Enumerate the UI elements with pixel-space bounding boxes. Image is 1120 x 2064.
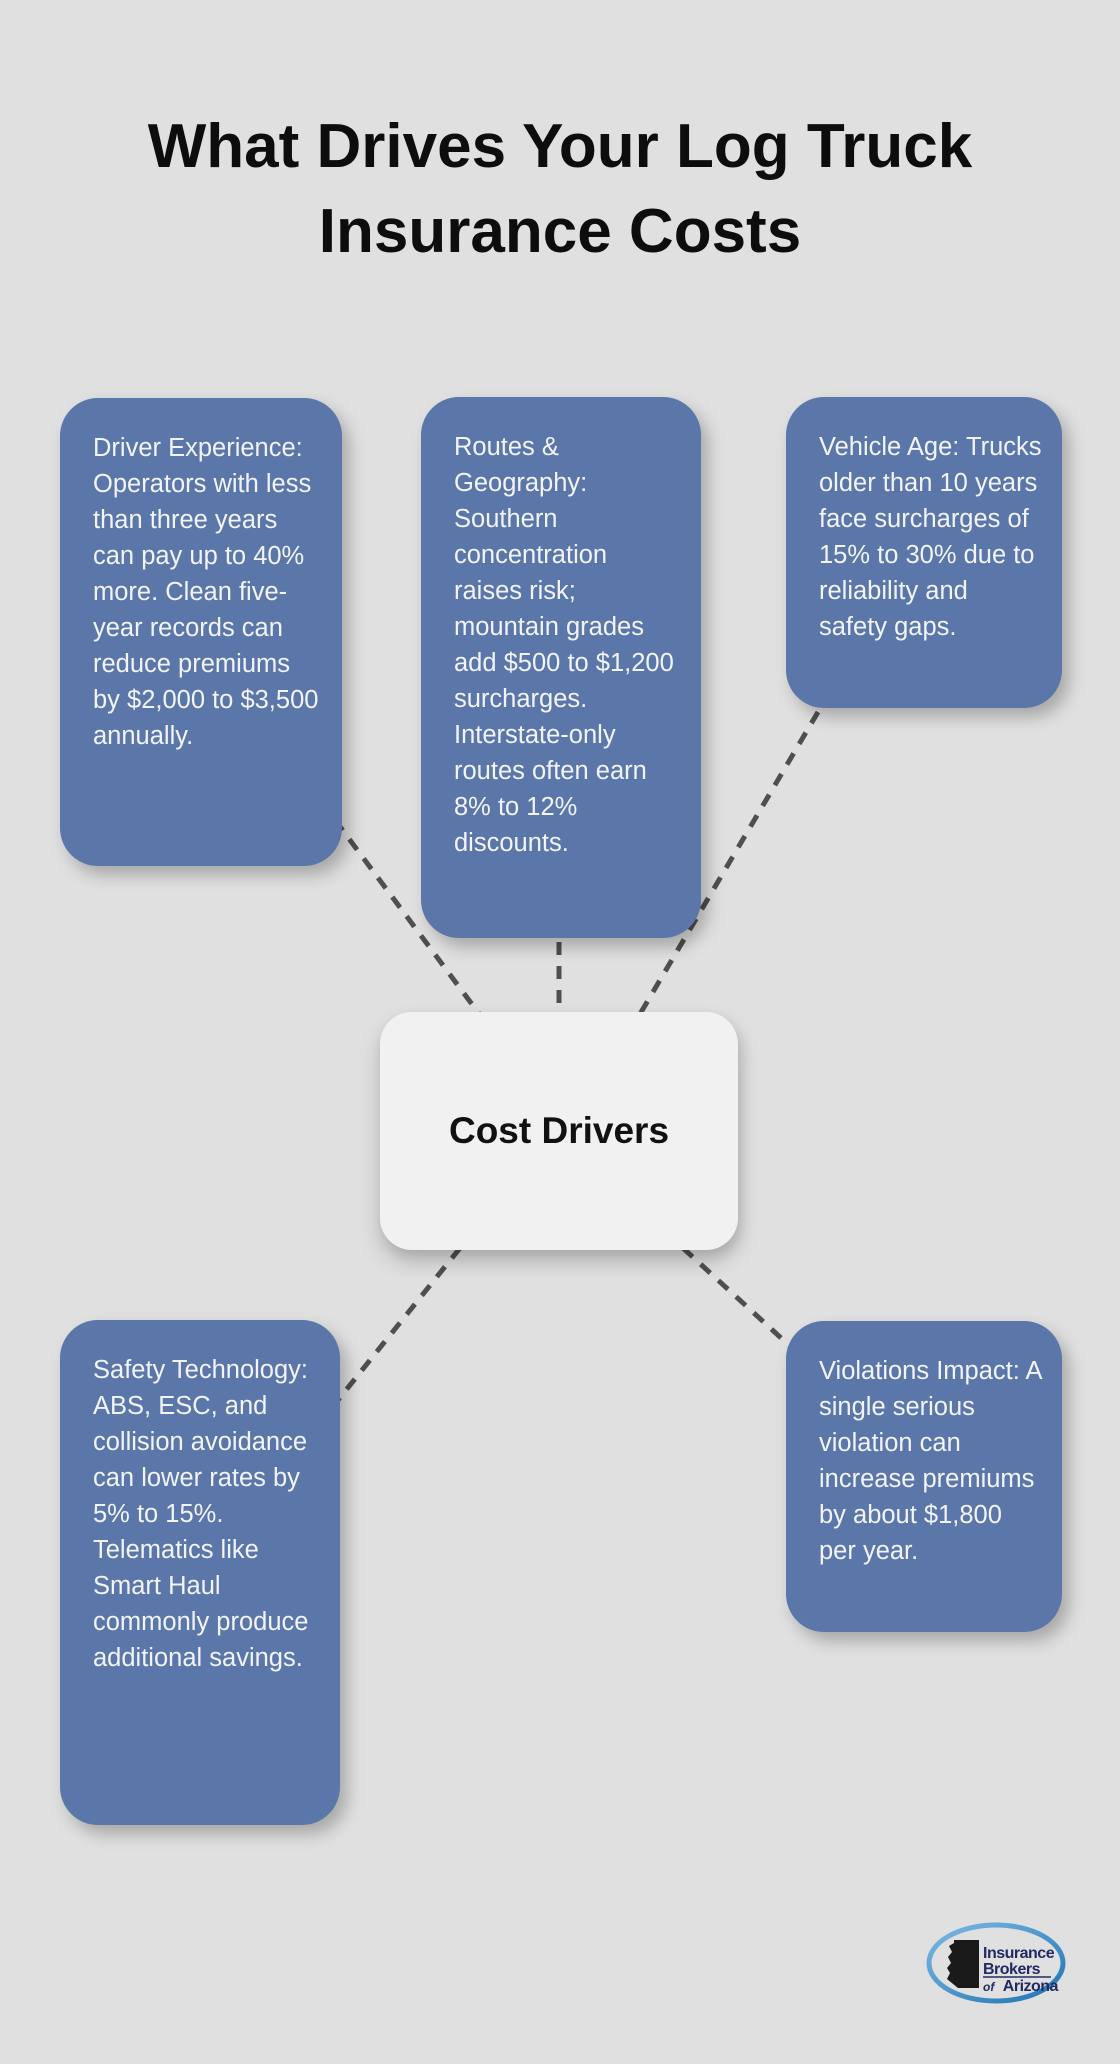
node-vehicle-age-text: Vehicle Age: Trucks older than 10 years … [819,433,1042,641]
node-violations-impact-text: Violations Impact: A single serious viol… [819,1357,1042,1565]
company-logo: Insurance Brokers of Arizona [923,1920,1069,2006]
node-vehicle-age: Vehicle Age: Trucks older than 10 years … [786,397,1062,708]
page-title-line2: Insurance Costs [318,197,802,266]
page-title-line1: What Drives Your Log Truck [147,112,973,181]
logo-ellipse-ring [926,1922,1066,2004]
logo-text-line2: Brokers [983,1961,1041,1978]
page-title: What Drives Your Log Truck Insurance Cos… [0,104,1120,274]
node-driver-experience-text: Driver Experience: Operators with less t… [93,434,319,750]
node-safety-technology-text: Safety Technology: ABS, ESC, and collisi… [93,1356,309,1672]
svg-text:of Arizona: of Arizona [983,1978,1059,1995]
logo-text-line1: Insurance [983,1945,1055,1962]
logo-text-of: of [983,1980,995,1994]
logo-text-arizona: Arizona [1003,1978,1059,1995]
node-driver-experience: Driver Experience: Operators with less t… [60,398,342,866]
node-routes-geography: Routes & Geography: Southern concentrati… [421,397,701,938]
node-violations-impact: Violations Impact: A single serious viol… [786,1321,1062,1632]
center-node-label: Cost Drivers [448,1110,670,1151]
arizona-state-icon [947,1940,979,1988]
node-safety-technology: Safety Technology: ABS, ESC, and collisi… [60,1320,340,1825]
connector-violations-impact [681,1246,794,1350]
connector-safety-technology [336,1246,462,1402]
center-node-cost-drivers: Cost Drivers [380,1012,738,1250]
node-routes-geography-text: Routes & Geography: Southern concentrati… [454,433,674,857]
